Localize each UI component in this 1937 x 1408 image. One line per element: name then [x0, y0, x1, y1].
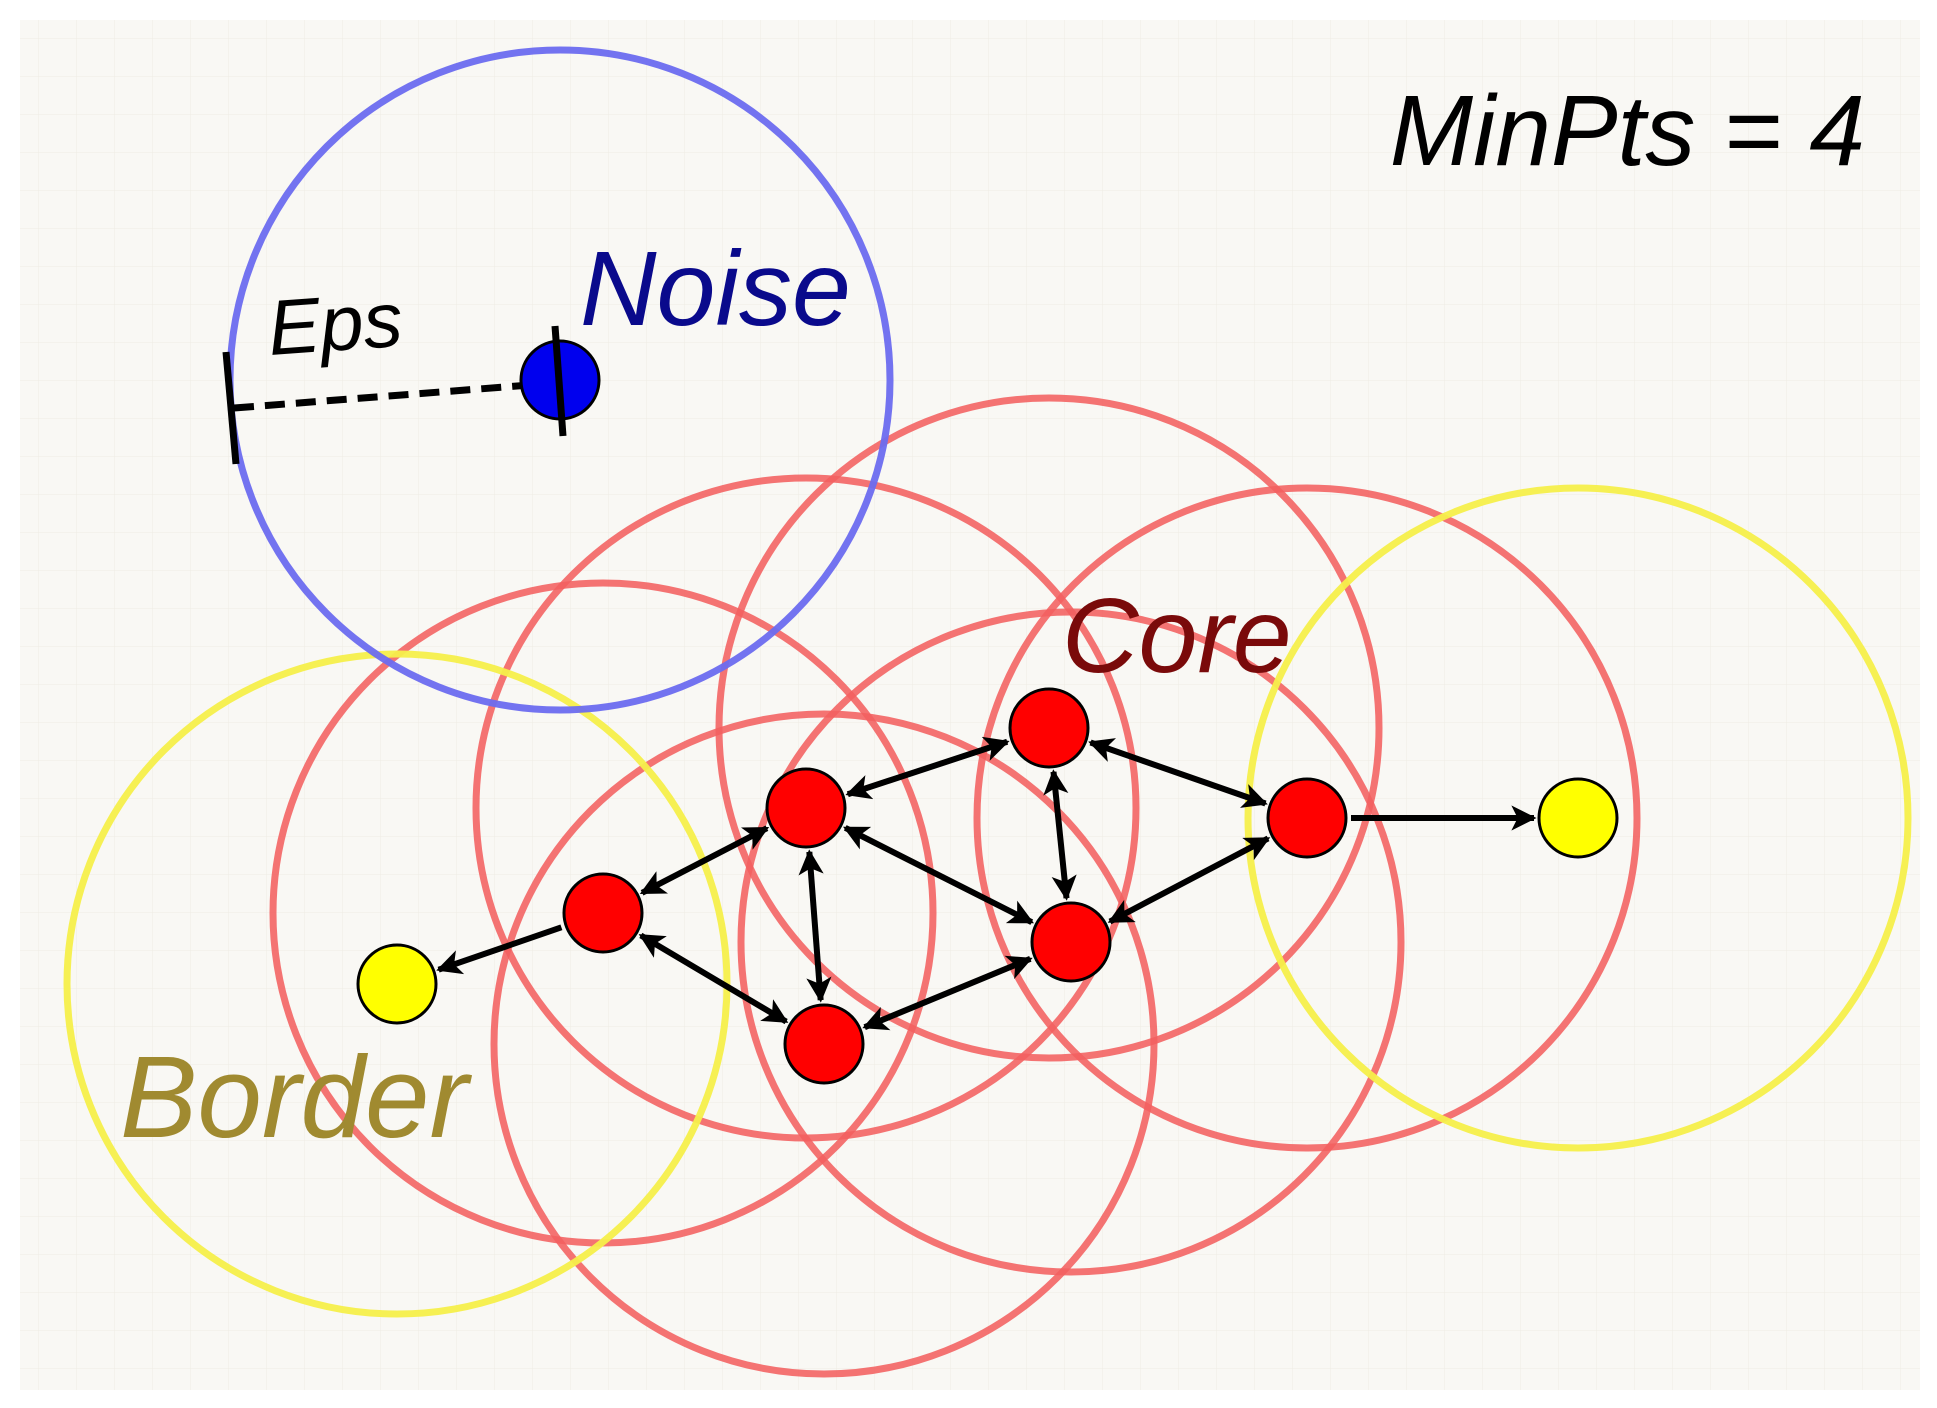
grid-pattern [20, 20, 1920, 1390]
border-point [356, 943, 438, 1025]
minpts-label: MinPts = 4 [1390, 75, 1865, 187]
bidirectional-arrow [1088, 738, 1268, 808]
bidirectional-arrow [845, 736, 1010, 800]
core-eps-ring [490, 710, 1158, 1378]
core-eps-ring [973, 484, 1641, 1152]
eps-label: Eps [265, 275, 405, 372]
bidirectional-arrow [639, 825, 770, 896]
density-reachability-arrows [436, 736, 1537, 1031]
bidirectional-arrow [1043, 769, 1077, 901]
border-eps-ring [1244, 484, 1912, 1152]
bidirectional-arrow [1107, 835, 1271, 925]
eps-tick-outer [222, 351, 240, 465]
core-label: Core [1062, 577, 1292, 695]
bidirectional-arrow [638, 932, 789, 1025]
core-point [783, 1003, 865, 1085]
data-points [356, 325, 1619, 1085]
core-point [562, 872, 644, 954]
core-point [765, 767, 847, 849]
core-point [1008, 687, 1090, 769]
reachability-arrow [436, 924, 563, 975]
bidirectional-arrow [862, 955, 1033, 1031]
core-point [1030, 901, 1112, 983]
noise-label: Noise [580, 230, 851, 348]
eps-radius-indicator [222, 351, 557, 465]
core-point [1266, 777, 1348, 859]
eps-tick-center [551, 325, 567, 437]
border-label: Border [120, 1032, 473, 1162]
eps-radius-line [233, 379, 557, 412]
border-point [1537, 777, 1619, 859]
bidirectional-arrow [843, 825, 1034, 925]
bidirectional-arrow [798, 849, 832, 1003]
